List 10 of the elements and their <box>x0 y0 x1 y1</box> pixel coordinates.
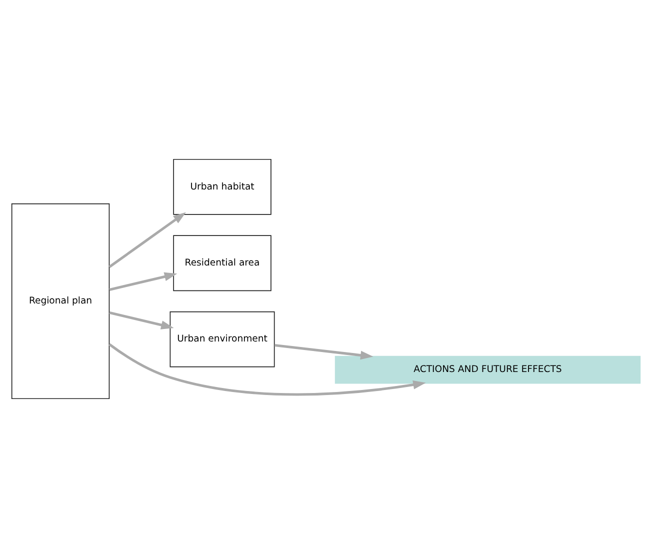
arrow <box>108 212 186 268</box>
node-box: Regional plan <box>11 202 110 399</box>
arrow <box>109 310 174 329</box>
arrow <box>108 342 426 396</box>
node-box: ACTIONS AND FUTURE EFFECTS <box>334 355 641 384</box>
arrow <box>274 344 374 360</box>
node-box: Urban environment <box>170 310 275 367</box>
node-box: Urban habitat <box>173 158 272 214</box>
node-box: Residential area <box>173 234 272 291</box>
arrow <box>109 272 178 291</box>
